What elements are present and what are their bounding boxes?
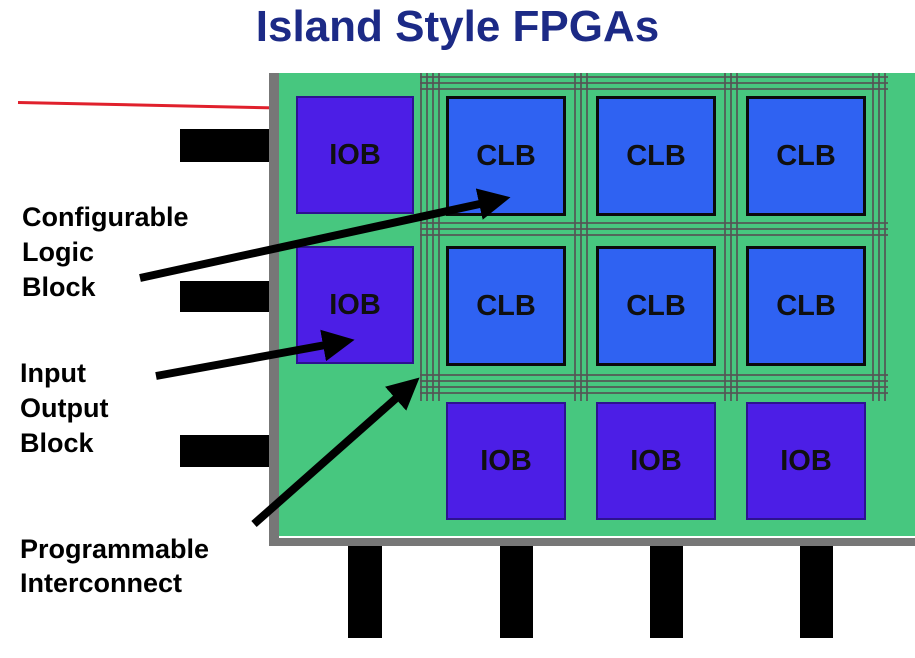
interconnect-horizontal-1c [420,88,888,90]
chip-pin-bottom-1 [348,546,382,638]
iob-block: IOB [446,402,566,520]
interconnect-vertical-1b [426,73,428,401]
interconnect-vertical-3a [724,73,726,401]
clb-block: CLB [596,246,716,366]
interconnect-vertical-1d [438,73,440,401]
chip-pin-left-1 [180,129,270,162]
chip-shadow-bottom [269,538,915,546]
interconnect-vertical-2c [586,73,588,401]
interconnect-horizontal-2c [420,234,888,236]
iob-block: IOB [296,96,414,214]
chip-pin-left-3 [180,435,270,467]
interconnect-horizontal-3c [420,386,888,388]
interconnect-vertical-2a [574,73,576,401]
interconnect-horizontal-1a [420,76,888,78]
interconnect-horizontal-2a [420,222,888,224]
arrow-to-interconnect [251,377,420,527]
clb-block: CLB [596,96,716,216]
chip-shadow [269,73,279,543]
chip-pin-bottom-4 [800,546,833,638]
interconnect-vertical-1c [432,73,434,401]
interconnect-horizontal-2b [420,228,888,230]
arrow-to-iob [155,329,355,380]
interconnect-vertical-4c [884,73,886,401]
chip-pin-bottom-3 [650,546,683,638]
clb-callout-label: Configurable Logic Block [22,202,189,302]
page-title: Island Style FPGAs [255,2,660,51]
clb-block: CLB [746,96,866,216]
clb-block: CLB [446,246,566,366]
iob-block: IOB [746,402,866,520]
iob-block: IOB [596,402,716,520]
clb-block: CLB [746,246,866,366]
interconnect-vertical-4b [878,73,880,401]
chip-pin-left-2 [180,281,270,312]
chip-pin-bottom-2 [500,546,533,638]
interconnect-vertical-3b [730,73,732,401]
interconnect-vertical-2b [580,73,582,401]
interconnect-vertical-1a [420,73,422,401]
interconnect-vertical-3c [736,73,738,401]
interconnect-vertical-4a [872,73,874,401]
iob-callout-label: Input Output Block [20,358,109,458]
interconnect-horizontal-1b [420,82,888,84]
interconnect-horizontal-3b [420,380,888,382]
arrow-to-clb [139,188,511,282]
interconnect-callout-label: Programmable Interconnect [20,534,210,598]
interconnect-horizontal-3d [420,392,888,394]
interconnect-horizontal-3a [420,374,888,376]
